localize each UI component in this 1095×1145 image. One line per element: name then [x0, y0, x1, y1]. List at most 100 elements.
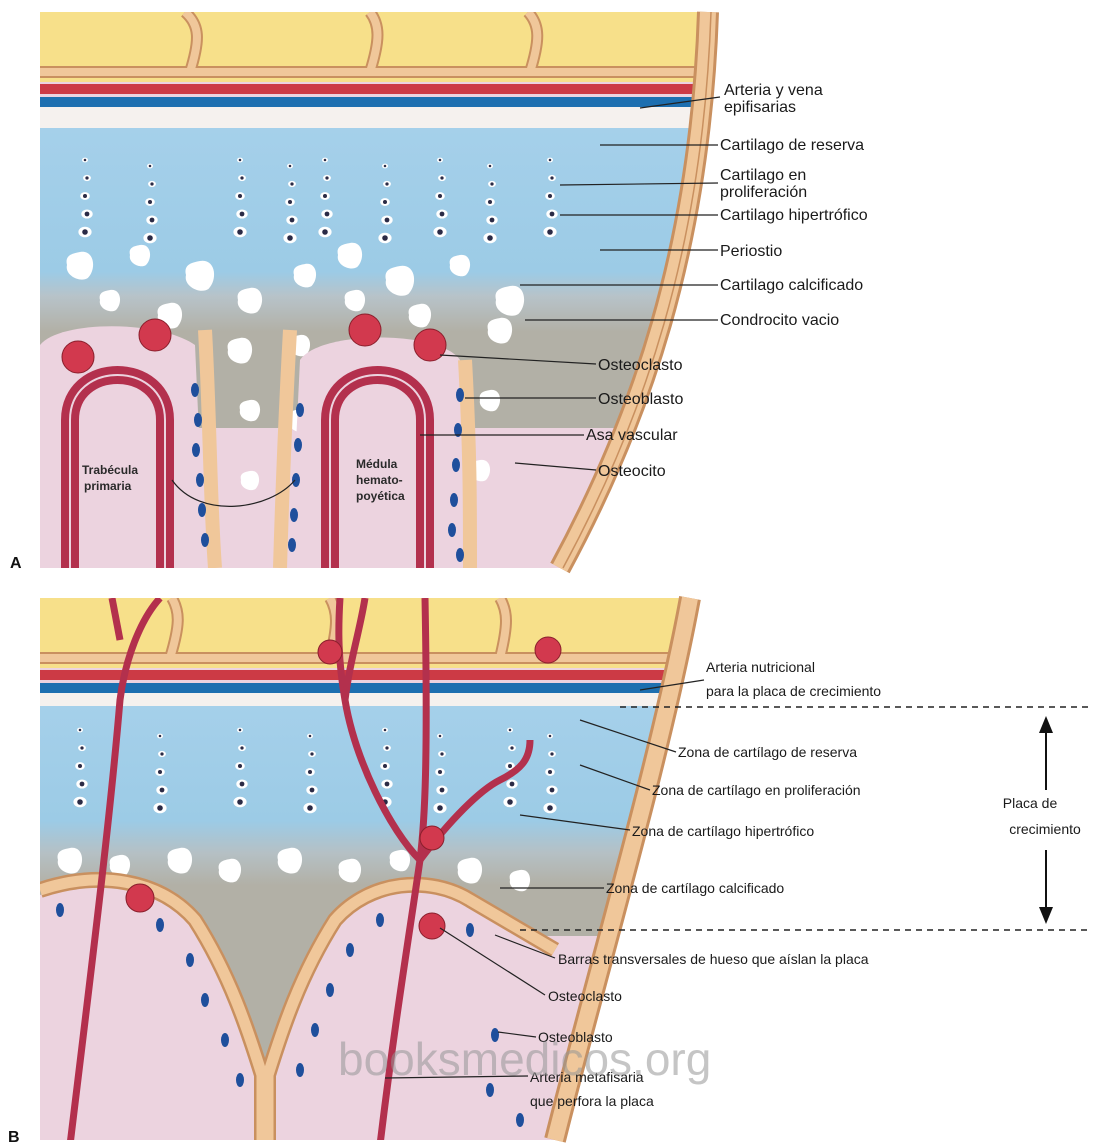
osteoblast	[294, 438, 302, 452]
chondrocyte-nucleus	[325, 176, 328, 179]
chondrocyte-nucleus	[384, 165, 387, 168]
chondrocyte-nucleus	[509, 729, 512, 732]
chondrocyte-nucleus	[438, 770, 442, 774]
osteoblast	[376, 913, 384, 927]
chondrocyte-nucleus	[385, 782, 390, 787]
chondrocyte-nucleus	[77, 799, 83, 805]
osteoblast	[450, 493, 458, 507]
chondrocyte-nucleus	[439, 159, 442, 162]
label-zona-calcificado: Zona de cartílago calcificado	[606, 880, 784, 896]
osteoblast	[448, 523, 456, 537]
panel-a: A Trabécula primaria Médula hemato- poyé…	[10, 12, 868, 572]
chondrocyte-nucleus	[438, 194, 442, 198]
chondrocyte-nucleus	[385, 182, 388, 185]
chondrocyte-nucleus	[239, 159, 242, 162]
chondrocyte-nucleus	[550, 212, 555, 217]
osteoblast	[346, 943, 354, 957]
chondrocyte-nucleus	[488, 200, 492, 204]
label-zona-proliferacion: Zona de cartílago en proliferación	[652, 782, 861, 798]
chondrocyte-nucleus	[288, 200, 292, 204]
label-osteoblasto-a: Osteoblasto	[598, 391, 683, 408]
chondrocyte-nucleus	[289, 165, 292, 168]
nutrient-artery	[40, 670, 700, 680]
osteoblast	[201, 533, 209, 547]
chondrocyte-nucleus	[80, 782, 85, 787]
label-zona-hipertrofico: Zona de cartílago hipertrófico	[632, 823, 814, 839]
panel-letter-a: A	[10, 555, 22, 572]
label-cartilago-hipertrofico: Cartilago hipertrófico	[720, 207, 868, 224]
osteoblast	[456, 388, 464, 402]
chondrocyte-nucleus	[437, 805, 443, 811]
chondrocyte-nucleus	[510, 746, 513, 749]
chondrocyte-nucleus	[440, 788, 445, 793]
chondrocyte-nucleus	[385, 218, 390, 223]
label-cartilago-reserva: Cartilago de reserva	[720, 137, 864, 154]
chondrocyte-nucleus	[383, 200, 387, 204]
osteoblast	[311, 1023, 319, 1037]
chondrocyte-nucleus	[439, 735, 442, 738]
label-cartilago-prolif-1: Cartilago en	[720, 167, 806, 184]
label-cartilago-calcificado: Cartilago calcificado	[720, 277, 863, 294]
chondrocyte-nucleus	[287, 235, 293, 241]
label-trabecula-2: primaria	[84, 479, 132, 493]
label-asa-vascular: Asa vascular	[586, 427, 678, 444]
label-medula-2: hemato-	[356, 473, 403, 487]
chondrocyte-nucleus	[237, 229, 243, 235]
osteoblast	[198, 503, 206, 517]
osteoblast	[288, 538, 296, 552]
chondrocyte-nucleus	[383, 764, 387, 768]
chondrocyte-nucleus	[323, 194, 327, 198]
chondrocyte-nucleus	[487, 235, 493, 241]
chondrocyte-nucleus	[489, 165, 492, 168]
chondrocyte-nucleus	[157, 805, 163, 811]
chondrocyte-nucleus	[238, 194, 242, 198]
osteoblast	[296, 1063, 304, 1077]
chondrocyte-nucleus	[160, 788, 165, 793]
chondrocyte-nucleus	[290, 182, 293, 185]
watermark: booksmedicos.org	[338, 1033, 711, 1085]
chondrocyte-nucleus	[385, 746, 388, 749]
chondrocyte-nucleus	[309, 735, 312, 738]
label-arteria-metafisaria-2: que perfora la placa	[530, 1093, 654, 1109]
label-placa-2: crecimiento	[1009, 821, 1081, 837]
label-arteria-vena-1: Arteria y vena	[724, 82, 823, 99]
osteoblast	[156, 918, 164, 932]
chondrocyte-nucleus	[325, 212, 330, 217]
chondrocyte-nucleus	[80, 746, 83, 749]
chondrocyte-nucleus	[550, 788, 555, 793]
chondrocyte-nucleus	[310, 788, 315, 793]
osteoblast	[236, 1073, 244, 1087]
chondrocyte-nucleus	[240, 212, 245, 217]
label-osteoclasto-b: Osteoclasto	[548, 988, 622, 1004]
chondrocyte-nucleus	[490, 218, 495, 223]
chondrocyte-nucleus	[382, 235, 388, 241]
chondrocyte-nucleus	[440, 212, 445, 217]
label-zona-reserva: Zona de cartílago de reserva	[678, 744, 857, 760]
label-arteria-nutricional-1: Arteria nutricional	[706, 659, 815, 675]
chondrocyte-nucleus	[85, 212, 90, 217]
chondrocyte-nucleus	[549, 159, 552, 162]
osteoblast	[194, 413, 202, 427]
osteoblast	[290, 508, 298, 522]
panel-letter-b: B	[8, 1129, 20, 1145]
label-barras: Barras transversales de hueso que aíslan…	[558, 951, 869, 967]
label-cartilago-prolif-2: proliferación	[720, 184, 807, 201]
chondrocyte-nucleus	[150, 218, 155, 223]
label-placa-1: Placa de	[1003, 795, 1058, 811]
chondrocyte-nucleus	[79, 729, 82, 732]
chondrocyte-nucleus	[237, 799, 243, 805]
chondrocyte-nucleus	[507, 799, 513, 805]
osteoblast	[452, 458, 460, 472]
chondrocyte-nucleus	[440, 176, 443, 179]
label-arteria-vena-2: epifisarias	[724, 99, 796, 116]
chondrocyte-nucleus	[240, 782, 245, 787]
chondrocyte-nucleus	[548, 770, 552, 774]
osteoblast	[456, 548, 464, 562]
nutrient-vein	[40, 683, 700, 693]
chondrocyte-nucleus	[550, 176, 553, 179]
chondrocyte-nucleus	[240, 176, 243, 179]
osteoblast	[191, 383, 199, 397]
chondrocyte-nucleus	[384, 729, 387, 732]
osteoblast	[486, 1083, 494, 1097]
